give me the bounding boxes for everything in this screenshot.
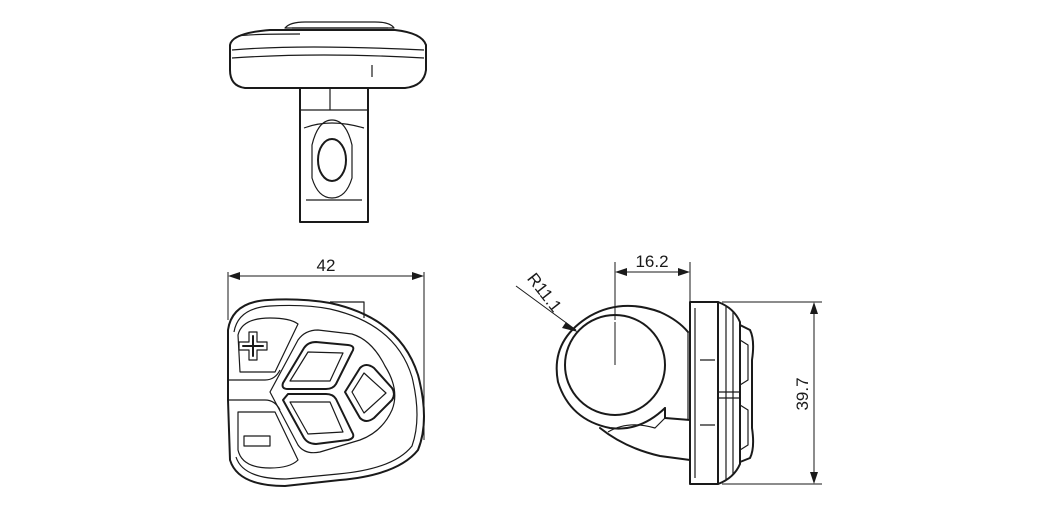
- front-view: [227, 298, 425, 487]
- side-view: [555, 301, 755, 485]
- dimension-offset-label: 16.2: [635, 252, 668, 271]
- dimension-width-label: 42: [317, 256, 336, 275]
- dimension-height-label: 39.7: [793, 377, 812, 410]
- dimension-radius: R11.1: [515, 269, 578, 332]
- plus-icon: [238, 331, 268, 361]
- dimension-radius-label: R11.1: [523, 269, 565, 315]
- minus-icon: [243, 435, 271, 447]
- dimension-height: 39.7: [722, 301, 822, 485]
- dimension-width: 42: [227, 256, 425, 440]
- top-view: [229, 21, 427, 223]
- dimension-offset: 16.2: [614, 252, 691, 320]
